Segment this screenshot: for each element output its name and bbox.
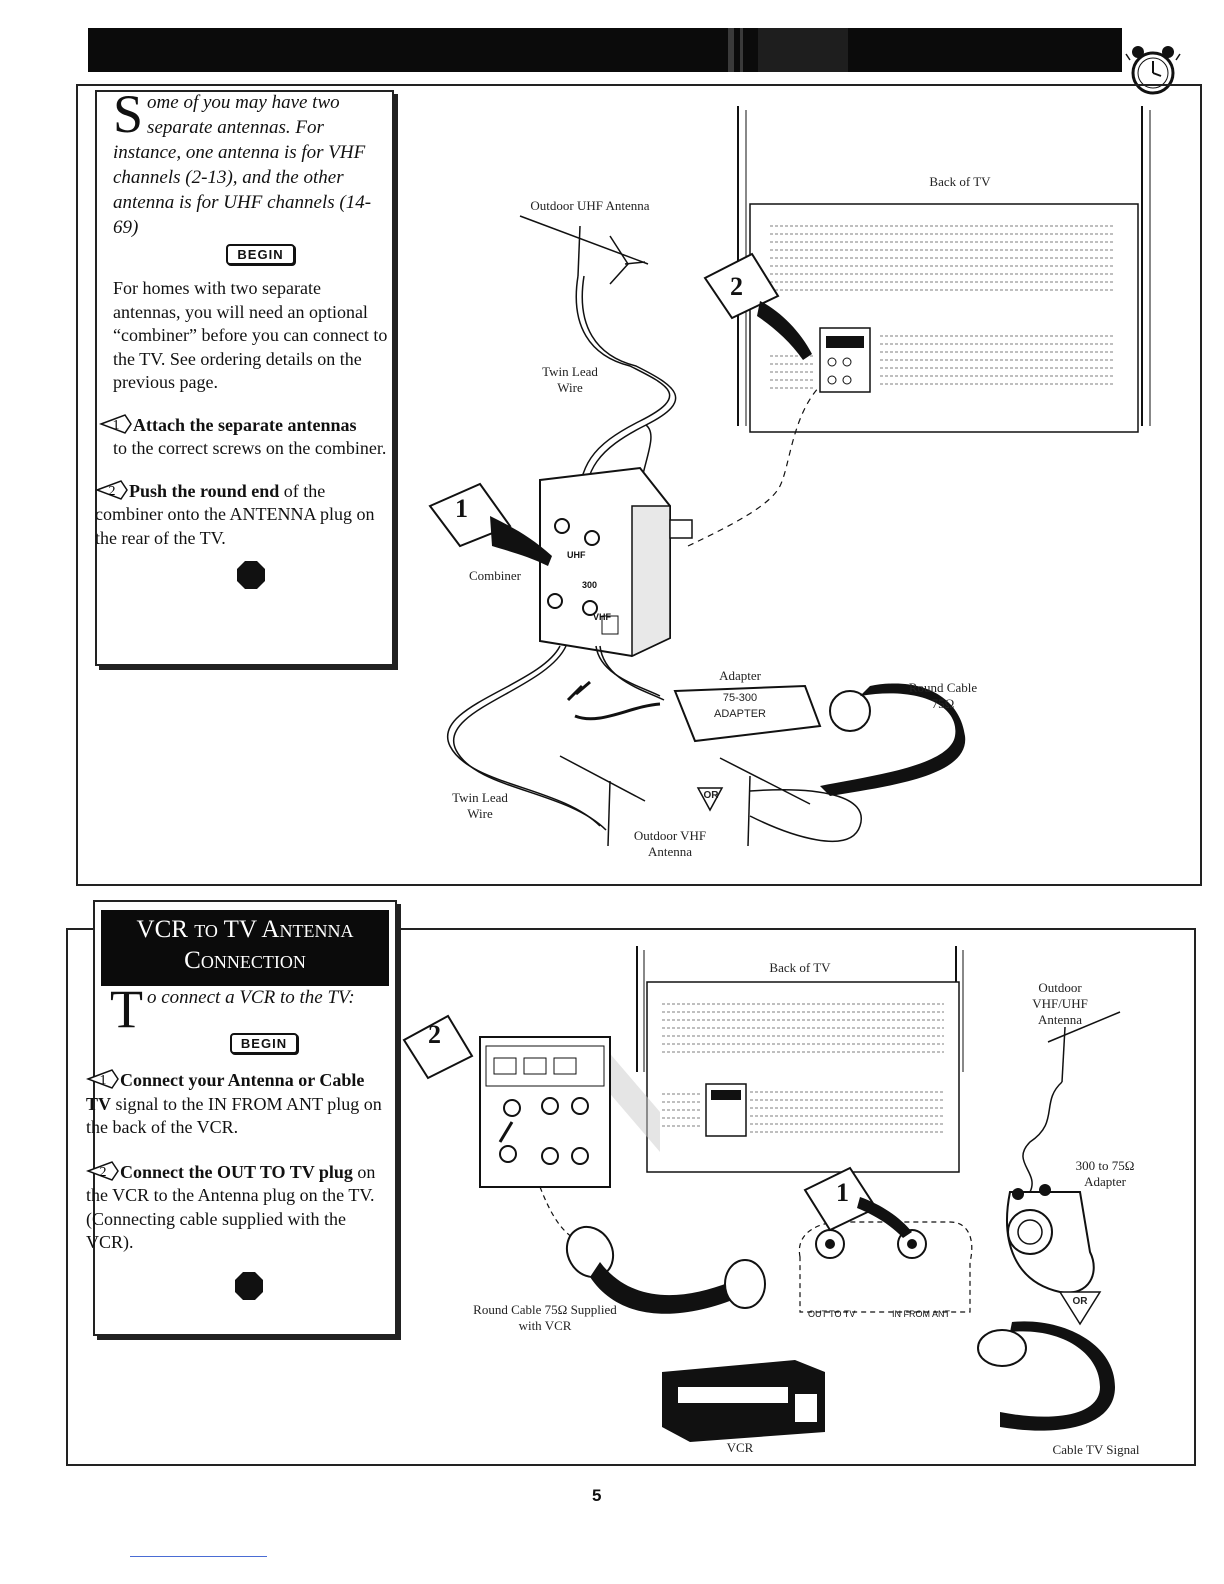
callout-1-number-2: 1 <box>836 1178 849 1207</box>
round-cable-label-2: Round Cable 75Ω Supplied with VCR <box>473 1302 617 1333</box>
combiner-diagram <box>428 106 1151 847</box>
in-from-ant-label: IN FROM ANT <box>892 1309 950 1319</box>
adapter-illustration <box>566 680 822 743</box>
vhf-uhf-antenna-illustration <box>1022 1011 1121 1193</box>
uhf-antenna-label: Outdoor UHF Antenna <box>530 198 650 213</box>
section2-title: VCR to TV Antenna Connection <box>101 910 389 986</box>
back-of-tv-label-2: Back of TV <box>769 960 831 975</box>
stop-sign-icon-2 <box>235 1271 263 1300</box>
callout-2-hand-2 <box>402 1014 474 1080</box>
or-badge-2: OR <box>1072 1296 1088 1307</box>
section2-panel <box>66 928 1196 1466</box>
callout-2-number-2: 2 <box>428 1020 441 1049</box>
ohm-mark: 300 <box>582 580 598 590</box>
round-cable-illustration <box>820 683 966 796</box>
svg-text:1: 1 <box>113 418 120 433</box>
combiner-illustration <box>539 466 693 658</box>
callout-1-number: 1 <box>455 494 468 523</box>
vcr-jack-panel-zoom <box>479 1036 660 1188</box>
section1-body: For homes with two separate antennas, yo… <box>113 278 388 392</box>
out-to-tv-label: OUT TO TV <box>808 1309 856 1319</box>
header-bar <box>88 28 1122 72</box>
intro-dropcap: S <box>113 84 144 144</box>
svg-text:2: 2 <box>109 484 116 499</box>
svg-text:1: 1 <box>100 1073 107 1088</box>
step-1-icon: 1 <box>99 413 132 434</box>
callout-2-number: 2 <box>730 272 743 301</box>
tv-back-illustration <box>737 106 1151 433</box>
twin-lead-wire-label: Twin Lead Wire <box>542 364 598 395</box>
vhf-mark: VHF <box>593 612 611 622</box>
round-cable-vcr-illustration <box>565 1225 766 1314</box>
alarm-clock-icon <box>1125 46 1181 95</box>
or-badge: OR <box>703 790 719 801</box>
section1-panel <box>76 84 1202 886</box>
adapter-box-label: 75-300 ADAPTER <box>714 692 766 720</box>
intro-dropcap-2: T <box>110 979 143 1039</box>
tv-back-illustration-2 <box>636 946 964 1173</box>
vcr-illustration <box>662 1360 825 1442</box>
back-of-tv-label: Back of TV <box>929 174 991 189</box>
callout-1-hand-2 <box>803 1166 912 1238</box>
footer-rule <box>130 1556 267 1557</box>
callout-2-hand <box>703 252 812 360</box>
combiner-label: Combiner <box>469 568 521 583</box>
adapter-label-2: 300 to 75Ω Adapter <box>1075 1158 1135 1189</box>
step-1-icon-2: 1 <box>86 1069 119 1089</box>
step-2-icon: 2 <box>95 479 128 500</box>
vcr-label: VCR <box>726 1440 754 1455</box>
vhf-antenna-illustration <box>559 755 863 847</box>
stop-label: STOP <box>230 597 252 606</box>
stop-sign-icon <box>236 561 265 589</box>
vcr-diagram <box>402 946 1121 1442</box>
adapter-label: Adapter <box>719 668 761 683</box>
callout-1-hand <box>428 482 552 566</box>
begin-badge: BEGIN <box>226 244 295 265</box>
uhf-antenna-illustration <box>519 215 649 285</box>
step-2-icon-2: 2 <box>86 1160 119 1181</box>
svg-text:2: 2 <box>100 1165 107 1180</box>
adapter-illustration-2 <box>1006 1184 1095 1294</box>
begin-badge-2: BEGIN <box>229 1033 299 1054</box>
vhf-antenna-label: Outdoor VHF Antenna <box>633 828 707 859</box>
vhf-uhf-antenna-label: Outdoor VHF/UHF Antenna <box>1032 980 1088 1027</box>
uhf-mark: UHF <box>567 550 586 560</box>
round-cable-label: Round Cable 75Ω <box>908 680 978 711</box>
section2-title-line2: Connection <box>184 947 306 974</box>
section2-title-line1: VCR to TV Antenna <box>136 916 354 943</box>
cable-tv-signal-label: Cable TV Signal <box>1052 1442 1140 1457</box>
cable-tv-round-cable <box>977 1321 1115 1431</box>
page-number: 5 <box>592 1486 602 1505</box>
vcr-jacks-zoom <box>798 1221 973 1313</box>
twin-lead-wire-bottom-label: Twin Lead Wire <box>452 790 508 821</box>
